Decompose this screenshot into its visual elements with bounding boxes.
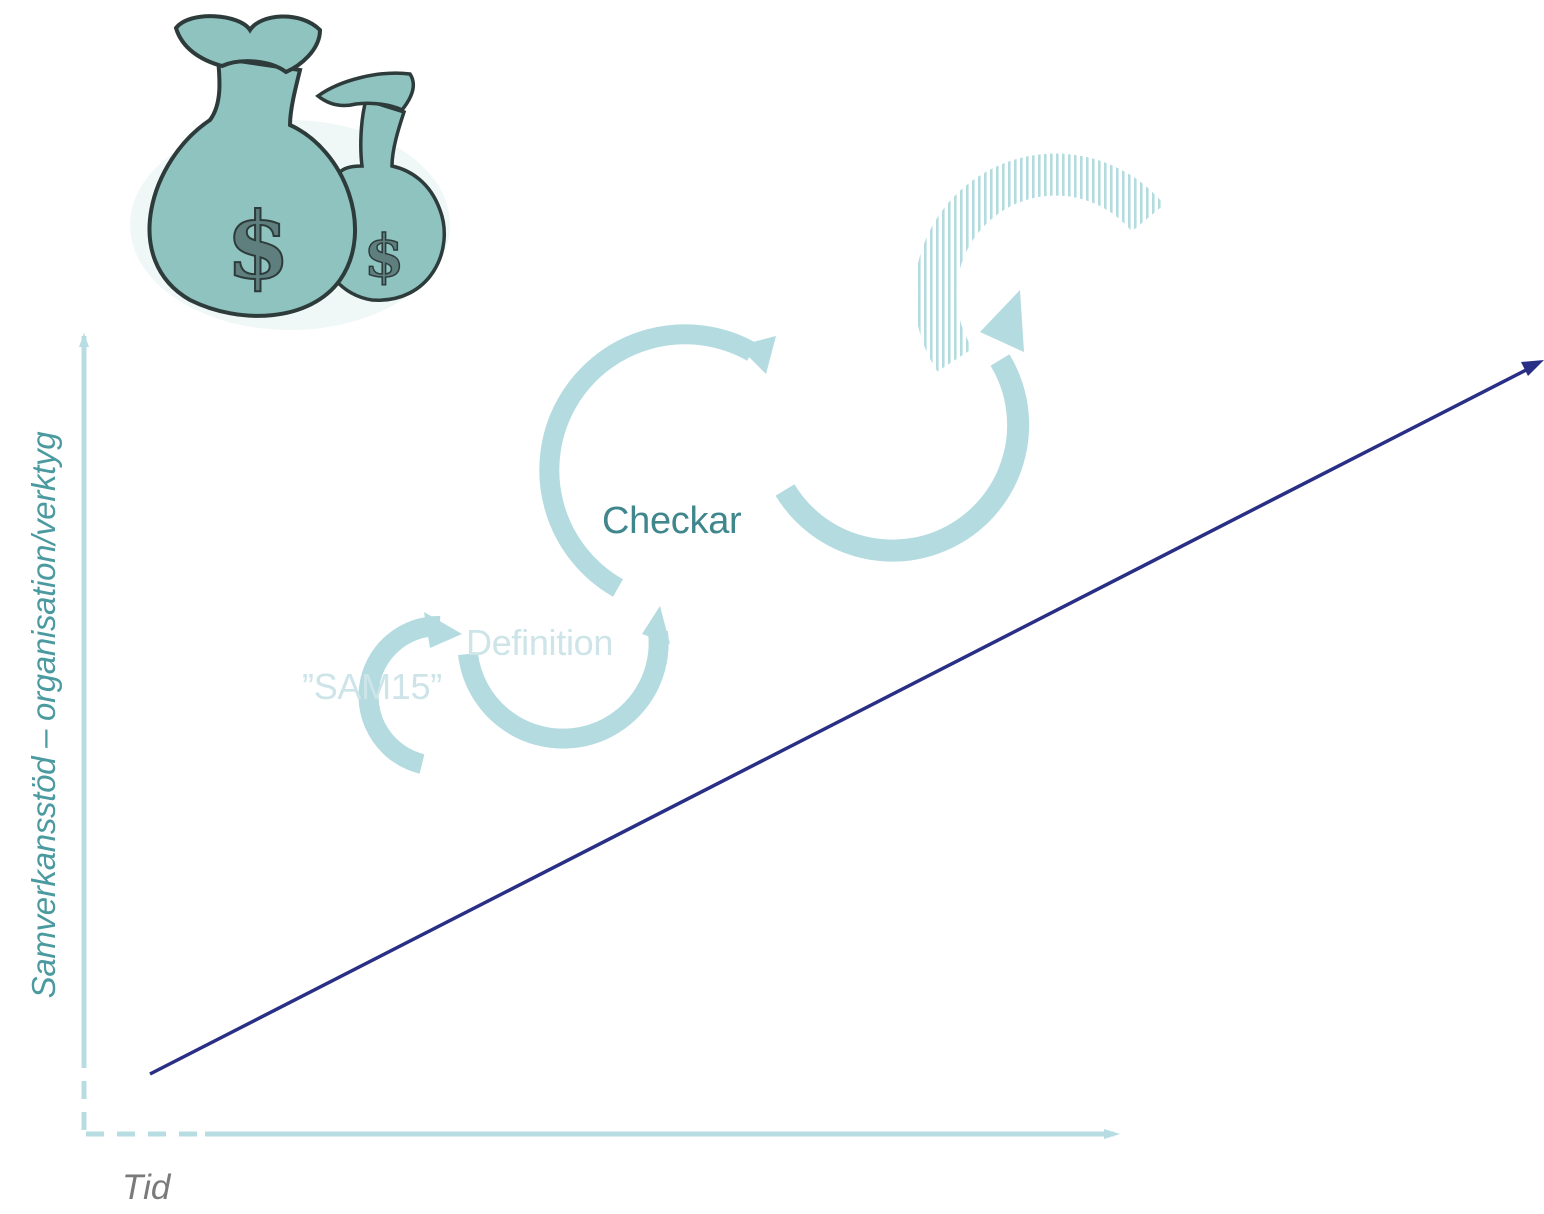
axes: [79, 333, 1120, 1139]
trend-arrowhead: [1521, 360, 1544, 376]
y-axis-label: Samverkansstöd – organisation/verktyg: [25, 431, 62, 999]
cycle-arrowhead-checkar: [738, 336, 776, 374]
dollar-sign-large-icon: $: [226, 192, 290, 300]
cycle-arrow-definition-bottom: [458, 630, 669, 749]
cycle-arrowhead-big: [980, 290, 1024, 352]
cycle-arrows: [358, 153, 1165, 774]
cycle-label-definition: Definition: [466, 622, 614, 663]
cycle-label-sam15: ”SAM15”: [302, 666, 442, 707]
cycle-arrowhead-definition: [642, 606, 670, 644]
cycle-arrow-big-bottom: [775, 354, 1030, 562]
cycle-label-checkar: Checkar: [602, 500, 742, 542]
x-axis-label: Tid: [122, 1168, 171, 1207]
trend-line: [149, 366, 1531, 1076]
cycle-arrow-checkar-top: [539, 324, 757, 597]
cycle-arrow-future-striped: [914, 153, 1165, 372]
money-bags-icon: $ $: [130, 14, 450, 330]
trend: [149, 360, 1544, 1076]
x-axis-arrowhead: [1104, 1129, 1120, 1139]
cycle-arrow-sam15-left: [358, 615, 441, 774]
y-axis-arrowhead: [79, 333, 89, 347]
cycle-arrowhead-sam15: [424, 612, 462, 648]
dollar-sign-small-icon: $: [364, 222, 404, 290]
